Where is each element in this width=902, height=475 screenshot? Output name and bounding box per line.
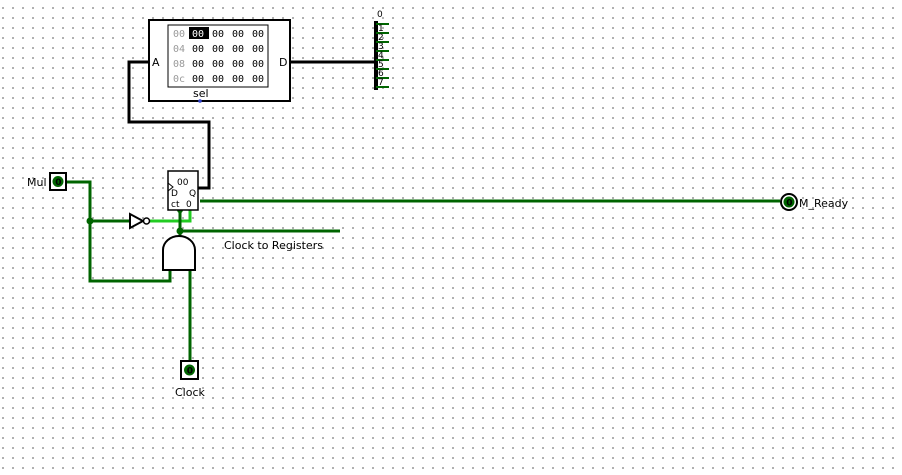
mul-to-and-wire[interactable] bbox=[88, 221, 172, 283]
rom-select-label: sel bbox=[193, 87, 209, 100]
splitter-bit-label: 0 bbox=[377, 10, 383, 20]
rom-cell: 00 bbox=[252, 29, 264, 40]
splitter-bit-label: 4 bbox=[378, 51, 384, 61]
rom-cell: 00 bbox=[192, 59, 204, 70]
m-ready-output-pin[interactable]: 0 bbox=[780, 193, 798, 211]
splitter-bit-label: 5 bbox=[378, 60, 384, 70]
bus-splitter[interactable]: 0 1 2 3 4 5 6 7 bbox=[374, 10, 389, 90]
rom-rows: 00 00 00 00 00 04 00 00 00 00 08 00 00 0… bbox=[173, 29, 264, 85]
mul-input-label: Mul bbox=[27, 176, 47, 189]
rom-row-address: 0c bbox=[173, 74, 185, 85]
splitter-bit-label: 3 bbox=[378, 42, 384, 52]
junction-dot bbox=[86, 217, 94, 225]
m-ready-output-label: M_Ready bbox=[799, 197, 849, 210]
rom-select-pin[interactable] bbox=[198, 99, 202, 103]
rom-row-address: 04 bbox=[173, 44, 185, 55]
splitter-bit-label: 6 bbox=[378, 69, 384, 79]
register-q-pin-label: Q bbox=[189, 189, 196, 199]
rom-row-address: 00 bbox=[173, 29, 185, 40]
rom-cell: 00 bbox=[212, 59, 224, 70]
splitter-bit-label: 1 bbox=[378, 24, 384, 34]
splitter-bit-label: 7 bbox=[378, 78, 384, 88]
rom-memory-grid[interactable] bbox=[167, 24, 269, 88]
inverter-output-wire[interactable] bbox=[150, 210, 192, 223]
rom-data-pin-label: D bbox=[279, 56, 287, 69]
clock-input-pin[interactable]: 0 bbox=[180, 360, 199, 380]
rom-cell: 00 bbox=[252, 74, 264, 85]
register-value: 00 bbox=[177, 178, 189, 188]
rom-component[interactable]: 00 00 00 00 00 04 00 00 00 00 08 00 00 0… bbox=[148, 19, 291, 103]
and-gate[interactable] bbox=[162, 235, 196, 271]
splitter-bit-wires bbox=[376, 23, 389, 88]
rom-cell: 00 bbox=[232, 44, 244, 55]
rom-cell: 00 bbox=[192, 44, 204, 55]
rom-cell: 00 bbox=[212, 74, 224, 85]
rom-address-bus[interactable] bbox=[127, 60, 211, 190]
not-gate[interactable] bbox=[129, 212, 151, 230]
register-counter-label: ct bbox=[171, 200, 180, 210]
rom-row-address: 08 bbox=[173, 59, 185, 70]
rom-cell: 00 bbox=[212, 29, 224, 40]
rom-cell: 00 bbox=[232, 59, 244, 70]
rom-cell: 00 bbox=[252, 44, 264, 55]
junction-dot bbox=[176, 227, 184, 235]
mul-wire[interactable] bbox=[66, 180, 130, 223]
rom-cell: 00 bbox=[192, 29, 204, 40]
rom-cell: 00 bbox=[212, 44, 224, 55]
splitter-bit-label: 2 bbox=[378, 33, 384, 43]
mul-input-pin[interactable]: 0 bbox=[49, 172, 67, 191]
rom-address-pin-label: A bbox=[152, 56, 160, 69]
m-ready-output-value: 0 bbox=[786, 199, 792, 209]
register-component[interactable]: 00 D Q ct 0 bbox=[167, 170, 199, 211]
register-counter-value: 0 bbox=[186, 200, 192, 210]
clock-input-label: Clock bbox=[175, 386, 206, 399]
wires bbox=[66, 60, 780, 360]
clock-input-value: 0 bbox=[187, 367, 193, 377]
rom-cell: 00 bbox=[252, 59, 264, 70]
mul-input-value: 0 bbox=[55, 178, 61, 188]
clock-to-registers-label: Clock to Registers bbox=[224, 239, 323, 252]
register-clock-triangle bbox=[167, 182, 174, 192]
rom-cell: 00 bbox=[232, 29, 244, 40]
rom-cell: 00 bbox=[192, 74, 204, 85]
rom-highlighted-cell[interactable] bbox=[189, 27, 209, 39]
register-d-pin-label: D bbox=[171, 189, 178, 199]
rom-cell: 00 bbox=[232, 74, 244, 85]
